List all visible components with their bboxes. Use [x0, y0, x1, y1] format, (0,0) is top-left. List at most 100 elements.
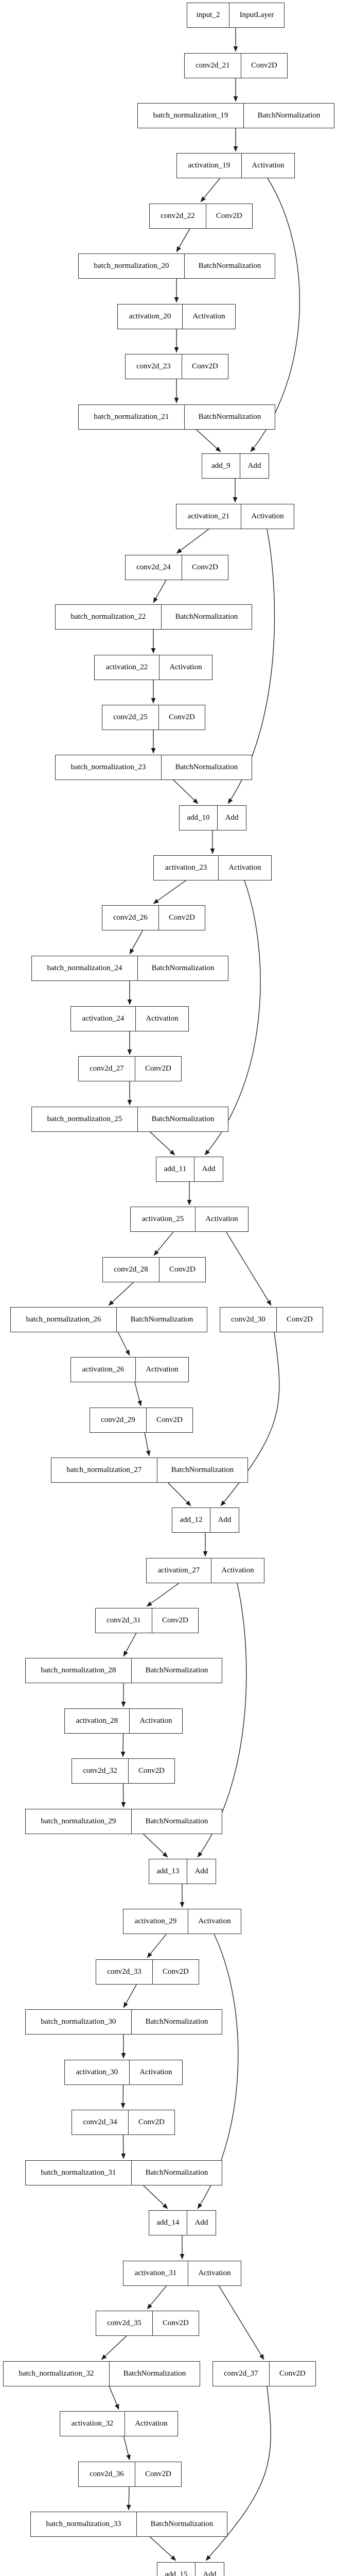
layer-name: batch_normalization_31 — [26, 2161, 132, 2185]
layer-name: activation_19 — [177, 154, 242, 178]
layer-type: Add — [225, 814, 239, 822]
edge-batch_normalization_32-to-activation_32 — [109, 2386, 119, 2410]
edge-activation_29-to-conv2d_33 — [147, 1934, 167, 1958]
edge-conv2d_33-to-batch_normalization_30 — [123, 1984, 137, 2008]
layer-node-conv2d_31: conv2d_31 Conv2D — [95, 1608, 199, 1633]
layer-node-conv2d_26: conv2d_26 Conv2D — [101, 905, 205, 930]
edge-activation_21-to-conv2d_24 — [176, 529, 209, 554]
layer-type: BatchNormalization — [145, 2018, 208, 2026]
layer-name: add_11 — [156, 1157, 195, 1181]
edge-batch_normalization_27-to-add_12 — [167, 1482, 191, 1506]
layer-name: add_12 — [172, 1508, 211, 1532]
edge-batch_normalization_31-to-add_14 — [143, 2185, 168, 2209]
layer-name: activation_21 — [176, 504, 241, 529]
layer-type: Conv2D — [145, 1064, 171, 1073]
layer-type: BatchNormalization — [130, 1315, 193, 1324]
layer-node-batch_normalization_25: batch_normalization_25 BatchNormalization — [31, 1107, 228, 1132]
edge-conv2d_37-to-add_15 — [205, 2386, 271, 2561]
edge-activation_31-to-conv2d_37 — [218, 2285, 264, 2360]
edge-conv2d_35-to-batch_normalization_32 — [101, 2335, 127, 2360]
layer-name: batch_normalization_20 — [79, 254, 185, 278]
edge-batch_normalization_29-to-add_13 — [143, 1834, 168, 1858]
layer-name: activation_30 — [65, 2060, 130, 2084]
layer-type: Activation — [205, 1215, 238, 1223]
layer-name: conv2d_34 — [72, 2110, 129, 2134]
layer-type: Add — [194, 2218, 208, 2227]
layer-name: conv2d_31 — [96, 1608, 153, 1633]
layer-name: input_2 — [187, 3, 230, 27]
layer-type: Activation — [169, 663, 202, 671]
layer-type: BatchNormalization — [123, 2369, 186, 2378]
layer-type: Conv2D — [145, 2470, 171, 2478]
layer-name: conv2d_26 — [102, 906, 159, 930]
edge-batch_normalization_21-to-add_9 — [196, 429, 221, 452]
layer-node-conv2d_24: conv2d_24 Conv2D — [125, 555, 228, 580]
layer-type: Conv2D — [169, 913, 195, 922]
layer-name: conv2d_33 — [96, 1960, 153, 1984]
layer-type: Activation — [146, 1014, 179, 1023]
layer-type: Add — [203, 2570, 217, 2576]
layer-name: conv2d_22 — [150, 204, 207, 228]
edge-activation_25-to-conv2d_30 — [225, 1231, 272, 1306]
layer-name: conv2d_25 — [102, 705, 159, 730]
layer-name: activation_32 — [60, 2412, 125, 2436]
layer-type: Add — [194, 1867, 208, 1875]
layer-type: Conv2D — [287, 1315, 313, 1324]
layer-type: BatchNormalization — [171, 1466, 234, 1474]
layer-name: batch_normalization_33 — [31, 2512, 137, 2536]
layer-type: Conv2D — [192, 563, 218, 571]
layer-type: BatchNormalization — [151, 1115, 215, 1123]
layer-name: activation_24 — [71, 1007, 136, 1031]
layer-name: conv2d_24 — [126, 555, 183, 580]
layer-name: conv2d_37 — [213, 2362, 270, 2386]
layer-type: Activation — [146, 1365, 179, 1374]
edge-conv2d_26-to-batch_normalization_24 — [129, 930, 143, 955]
layer-type: Activation — [221, 1566, 254, 1574]
layer-name: activation_26 — [71, 1358, 136, 1382]
layer-name: conv2d_30 — [220, 1308, 277, 1332]
layer-type: InputLayer — [239, 11, 274, 19]
edge-activation_32-to-conv2d_36 — [123, 2436, 131, 2461]
layer-type: Conv2D — [156, 1416, 183, 1424]
edge-batch_normalization_33-to-add_15 — [149, 2536, 176, 2561]
layer-name: conv2d_32 — [72, 1759, 129, 1783]
layer-name: conv2d_27 — [79, 1057, 136, 1081]
layer-type: BatchNormalization — [175, 763, 238, 771]
layer-type: BatchNormalization — [150, 2520, 214, 2528]
edge-conv2d_31-to-batch_normalization_28 — [123, 1633, 137, 1657]
layer-name: batch_normalization_25 — [32, 1107, 138, 1131]
layer-type: Conv2D — [192, 362, 218, 370]
layer-name: batch_normalization_27 — [51, 1458, 158, 1482]
layer-name: activation_31 — [123, 2261, 188, 2285]
layer-type: Conv2D — [162, 1616, 188, 1624]
layer-name: activation_20 — [118, 304, 183, 329]
edge-conv2d_28-to-batch_normalization_26 — [108, 1282, 134, 1306]
edge-conv2d_22-to-batch_normalization_20 — [176, 228, 190, 252]
edge-activation_25-to-conv2d_28 — [153, 1231, 174, 1256]
layer-node-batch_normalization_27: batch_normalization_27 BatchNormalization — [50, 1458, 248, 1483]
